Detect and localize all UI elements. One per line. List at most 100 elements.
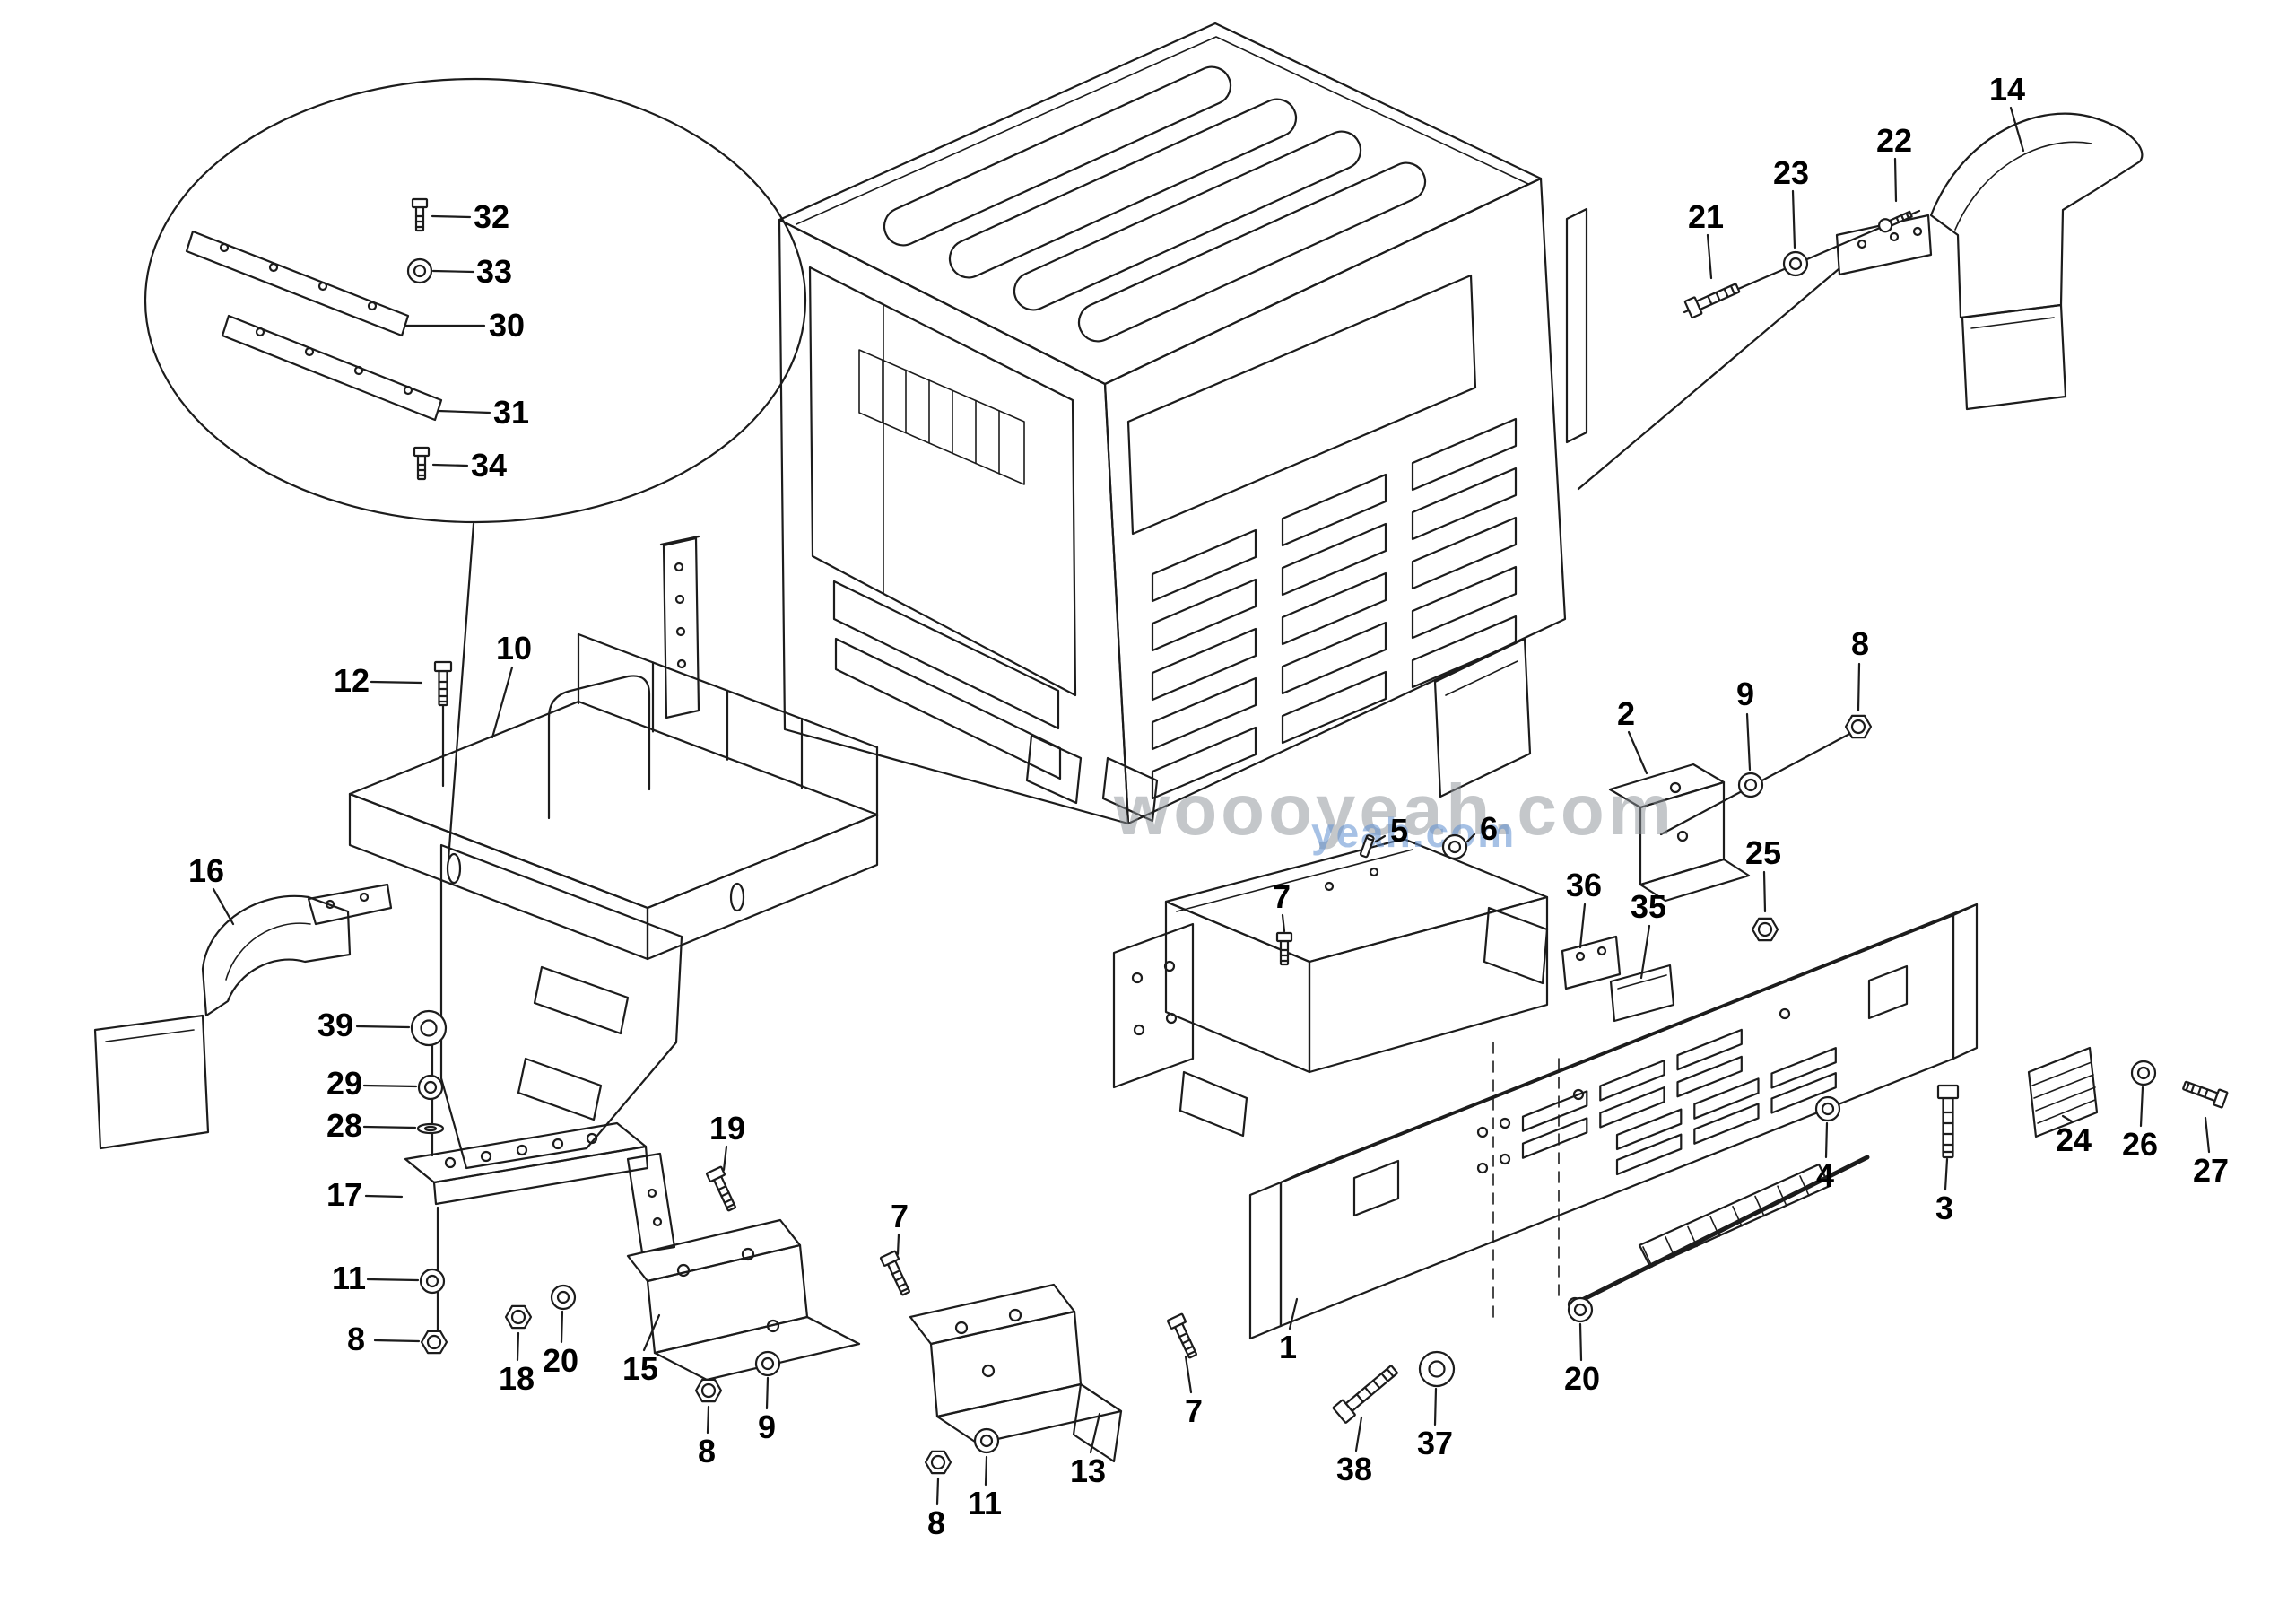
part-label-36: 36 [1566,867,1602,903]
leader-line-10 [491,666,514,739]
part-label-1: 1 [1279,1329,1297,1365]
bracket-17-drawing [404,1121,676,1254]
part-label-9: 9 [1736,676,1754,712]
part-label-8: 8 [347,1321,365,1357]
platform-railing-posts [577,632,879,818]
bolt-m-icon [1166,1312,1197,1359]
leader-line-17 [364,1194,404,1199]
bolt-m-icon [879,1250,910,1296]
cab-grille [1151,417,1518,800]
platform-post [662,536,700,719]
mud-flap [1961,303,2067,411]
part-label-28: 28 [326,1107,362,1144]
leader-line-35 [1639,924,1651,980]
serration-teeth [1642,1175,1810,1268]
part-label-12: 12 [334,662,370,699]
leader-line-1 [1288,1297,1299,1330]
leader-line-39 [355,1025,411,1029]
part-label-32: 32 [474,198,509,235]
part-label-10: 10 [496,630,532,667]
washer-icon [406,257,433,284]
leader-line-37 [1433,1387,1438,1426]
washer-icon [754,1350,781,1377]
washer-l-icon [410,1009,448,1047]
part-label-20: 20 [543,1342,578,1379]
bolt-m-icon [2182,1080,2229,1109]
nut-icon [1844,714,1873,739]
part-label-7: 7 [891,1198,909,1234]
sill-plate-31-drawing [221,314,443,422]
leader-line-26 [2139,1086,2144,1128]
cab-side-window [1126,274,1477,536]
part-label-33: 33 [476,253,512,290]
leader-line-28 [362,1125,417,1129]
part-label-21: 21 [1688,198,1724,235]
platform-gusset [439,843,683,1170]
bracket-13-drawing [909,1283,1123,1463]
leader-line-3 [1944,1157,1949,1191]
part-label-17: 17 [326,1176,362,1213]
bolt-xl-icon [1332,1365,1398,1424]
nut-icon [694,1378,723,1403]
leader-line-2 [1627,730,1648,775]
part-label-9: 9 [758,1408,776,1445]
sill-plate-30-drawing [185,230,410,337]
part-label-34: 34 [471,447,507,484]
frame-wing-plate [1112,922,1195,1089]
leader-line-31 [437,409,491,414]
part-label-23: 23 [1773,154,1809,191]
bumper-slots [1521,1028,1837,1176]
washer-icon [1814,1095,1841,1122]
leader-line-8 [706,1405,710,1435]
part-label-18: 18 [499,1360,535,1397]
bolt-m-icon [433,660,453,707]
part-label-6: 6 [1480,810,1498,847]
part-label-20: 20 [1564,1360,1600,1397]
right-fender-14-drawing [1835,112,2144,411]
leader-line-12 [370,680,423,685]
fender-body [1929,112,2144,319]
part-label-30: 30 [489,307,525,344]
washer-icon [419,1268,446,1295]
leader-lines [212,106,2211,1506]
plate-36 [1561,935,1622,990]
leader-line-7 [1184,1355,1193,1394]
frame-crossmember-drawing [1112,837,1549,1138]
mounting-plates-35-36-drawing [1561,935,1675,1023]
washer-icon [2130,1060,2157,1086]
bolt-xl-icon [1936,1084,1960,1159]
part-label-7: 7 [1273,878,1291,915]
nut-icon [504,1304,533,1330]
leader-line-25 [1762,870,1767,913]
fender-body [201,894,352,1017]
cab-left-face [778,218,1130,825]
nut-icon [924,1450,952,1475]
leader-line-8 [935,1477,940,1506]
part-label-35: 35 [1631,888,1666,925]
license-plate-opening [1352,1159,1400,1217]
fender-bracket [307,883,393,926]
platform-handrail [547,675,651,820]
cab-window-bars [858,349,1025,485]
part-label-24: 24 [2056,1121,2092,1158]
part-label-26: 26 [2122,1126,2158,1163]
leader-line-11 [366,1278,420,1282]
leader-line-18 [516,1331,520,1362]
part-label-8: 8 [1851,625,1869,662]
mud-flap [93,1014,210,1150]
detail-bubble-drawing [144,77,807,524]
washer-icon [1567,1296,1594,1323]
truck-cab-drawing [778,22,1588,825]
washer-icon [1441,833,1468,860]
part-label-2: 2 [1617,695,1635,732]
part-label-8: 8 [698,1433,716,1469]
long-bolt-rod [1574,1155,1870,1305]
washer-icon [417,1074,444,1101]
part-label-29: 29 [326,1065,362,1102]
part-label-11: 11 [332,1260,366,1296]
nut-icon [1751,917,1779,942]
